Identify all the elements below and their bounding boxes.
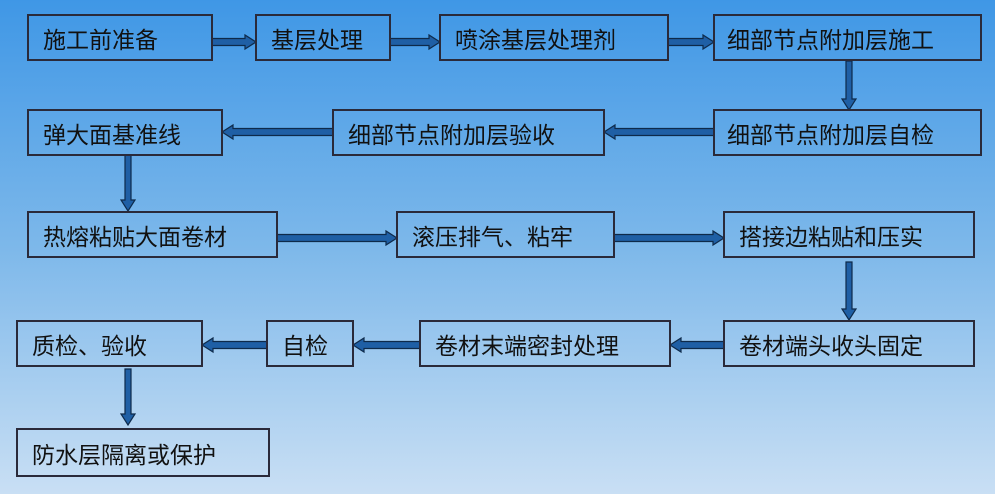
step-box-11: 卷材端头收头固定 [723,320,975,367]
step-label: 弹大面基准线 [43,122,181,149]
step-label: 细部节点附加层验收 [348,122,555,149]
step-label: 卷材末端密封处理 [435,333,619,360]
step-box-1: 施工前准备 [27,14,213,61]
step-label: 施工前准备 [43,27,158,54]
step-box-12: 卷材末端密封处理 [419,320,671,367]
step-box-5: 细部节点附加层自检 [713,109,982,156]
arrow-弹大面基准线-to-热熔粘贴大面卷材 [119,154,137,213]
step-box-4: 细部节点附加层施工 [713,14,982,61]
step-box-7: 弹大面基准线 [27,109,223,156]
step-label: 细部节点附加层自检 [727,122,934,149]
step-box-6: 细部节点附加层验收 [332,109,605,156]
step-label: 细部节点附加层施工 [727,27,934,54]
arrow-卷材末端密封处理-to-自检 [351,336,421,354]
step-label: 滚压排气、粘牢 [412,224,573,251]
arrow-自检-to-质检验收 [200,336,268,354]
step-label: 自检 [282,333,328,360]
step-label: 卷材端头收头固定 [739,333,923,360]
step-label: 喷涂基层处理剂 [455,27,616,54]
arrow-搭接边粘贴和压实-to-卷材端头收头固定 [840,261,858,322]
step-box-2: 基层处理 [255,14,391,61]
step-box-10: 搭接边粘贴和压实 [723,211,975,258]
arrow-施工前准备-to-基层处理 [211,33,258,51]
step-box-15: 防水层隔离或保护 [16,428,270,477]
step-label: 搭接边粘贴和压实 [739,224,923,251]
step-label: 热熔粘贴大面卷材 [43,224,227,251]
step-box-14: 质检、验收 [16,320,203,367]
arrow-细部节点附加层自检-to-细部节点附加层验收 [602,123,715,141]
arrow-热熔粘贴大面卷材-to-滚压排气粘牢 [276,229,399,247]
step-box-13: 自检 [266,320,354,367]
arrow-卷材端头收头固定-to-卷材末端密封处理 [668,336,725,354]
step-box-3: 喷涂基层处理剂 [439,14,669,61]
arrow-基层处理-to-喷涂基层处理剂 [389,33,442,51]
step-label: 防水层隔离或保护 [32,442,216,469]
arrow-质检验收-to-防水层隔离或保护 [119,368,137,427]
step-box-8: 热熔粘贴大面卷材 [27,211,278,258]
arrow-滚压排气粘牢-to-搭接边粘贴和压实 [613,229,726,247]
step-label: 基层处理 [271,27,363,54]
step-label: 质检、验收 [32,333,147,360]
step-box-9: 滚压排气、粘牢 [396,211,615,258]
arrow-细部节点附加层施工-to-细部节点附加层自检 [840,60,858,112]
arrow-喷涂基层处理剂-to-细部节点附加层施工 [667,33,716,51]
arrow-细部节点附加层验收-to-弹大面基准线 [220,123,334,141]
